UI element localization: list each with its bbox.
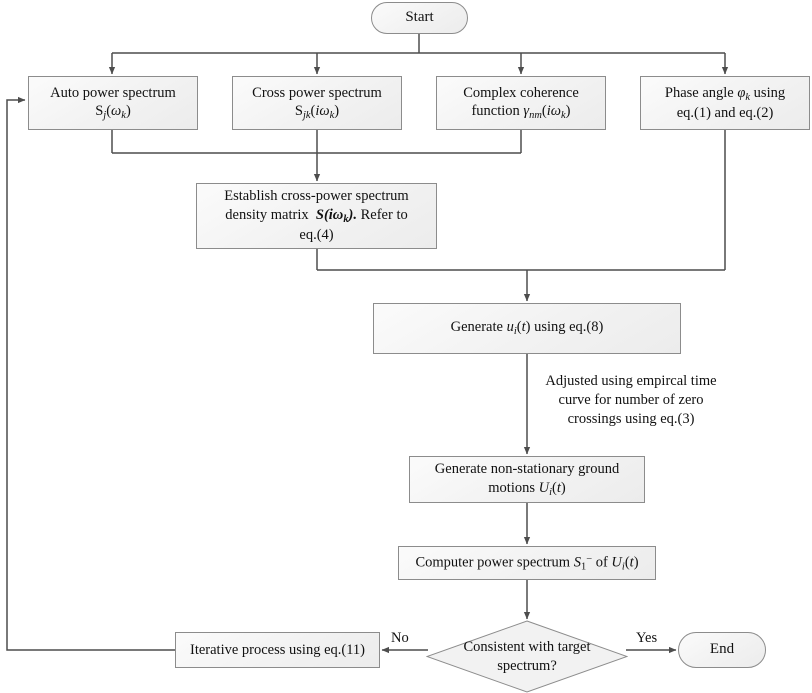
node-decision[interactable]: Consistent with target spectrum? <box>426 620 628 693</box>
node-computer-power-spectrum-label: Computer power spectrum S1− of Ui(t) <box>415 553 639 572</box>
node-cross-power-spectrum-line1: Cross power spectrum <box>252 84 382 101</box>
edge-label-no: No <box>391 630 409 646</box>
node-end-label: End <box>709 641 735 658</box>
node-iterative-process-label: Iterative process using eq.(11) <box>189 641 365 658</box>
node-decision-label: Consistent with target spectrum? <box>426 620 628 693</box>
node-start-label: Start <box>405 9 434 26</box>
node-iterative-process[interactable]: Iterative process using eq.(11) <box>175 632 380 668</box>
node-generate-u-label: Generate ui(t) using eq.(8) <box>450 319 604 338</box>
node-cross-power-spectrum-formula: Sjk(iωk) <box>294 103 340 122</box>
node-phase-angle-line2: eq.(1) and eq.(2) <box>676 104 774 121</box>
node-density-matrix[interactable]: Establish cross-power spectrum density m… <box>196 183 437 249</box>
node-complex-coherence-function[interactable]: Complex coherence function γnm(iωk) <box>436 76 606 130</box>
node-density-matrix-line2: density matrix S(iωk). Refer to <box>225 206 408 225</box>
node-decision-line1: Consistent with target <box>463 638 591 655</box>
node-auto-power-spectrum-formula: Sj(ωk) <box>95 103 131 122</box>
node-non-stationary-motions[interactable]: Generate non-stationary ground motions U… <box>409 456 645 503</box>
node-complex-coherence-function-formula: function γnm(iωk) <box>471 103 571 122</box>
node-density-matrix-line3: eq.(4) <box>299 227 334 244</box>
node-auto-power-spectrum[interactable]: Auto power spectrum Sj(ωk) <box>28 76 198 130</box>
decision-diamond-shape <box>426 620 628 693</box>
node-decision-line2: spectrum? <box>497 657 557 674</box>
node-non-stationary-motions-line2: motions Ui(t) <box>488 479 566 498</box>
node-end[interactable]: End <box>678 632 766 668</box>
node-auto-power-spectrum-line1: Auto power spectrum <box>50 84 176 101</box>
edge-feedback-loop <box>6 96 175 651</box>
node-complex-coherence-function-line1: Complex coherence <box>463 84 579 101</box>
annotation-adjust-note: Adjusted using empircal time curve for n… <box>545 373 717 428</box>
node-generate-u[interactable]: Generate ui(t) using eq.(8) <box>373 303 681 354</box>
edge-label-yes: Yes <box>636 630 658 646</box>
node-phase-angle[interactable]: Phase angle φk using eq.(1) and eq.(2) <box>640 76 810 130</box>
node-non-stationary-motions-line1: Generate non-stationary ground <box>434 461 620 478</box>
node-phase-angle-line1: Phase angle φk using <box>664 84 786 103</box>
node-computer-power-spectrum[interactable]: Computer power spectrum S1− of Ui(t) <box>398 546 656 580</box>
node-density-matrix-line1: Establish cross-power spectrum <box>224 188 409 205</box>
node-start[interactable]: Start <box>371 2 468 34</box>
node-cross-power-spectrum[interactable]: Cross power spectrum Sjk(iωk) <box>232 76 402 130</box>
